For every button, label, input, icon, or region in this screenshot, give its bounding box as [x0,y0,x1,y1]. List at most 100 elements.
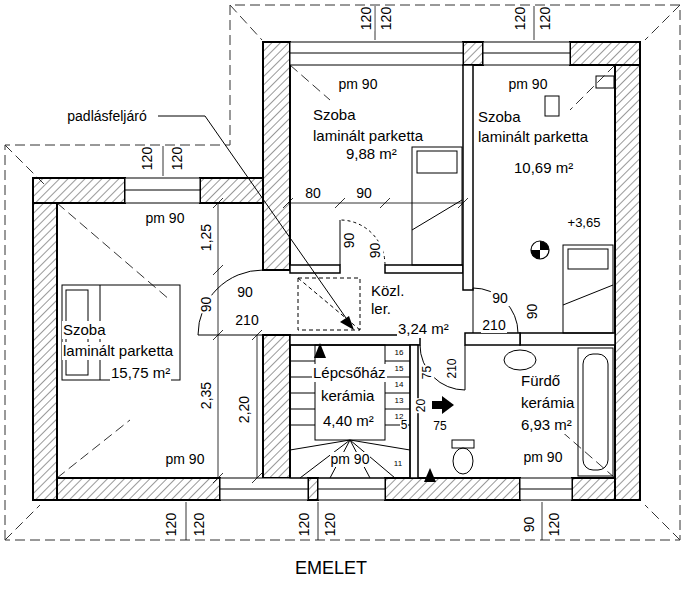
dimension-text: 120 [359,5,374,30]
room-area: 3,24 m² [397,320,450,338]
callout-label: padlásfeljáró [66,109,147,124]
outer-wall [463,42,483,65]
dimension-text: 11 [393,459,403,468]
dimension-text: 120 [379,5,394,30]
roof-outline [570,65,615,110]
window [483,42,570,65]
dimension-line [213,330,223,340]
room-name: Szoba [312,106,357,124]
outer-wall [615,65,640,500]
room-name: Szoba [62,321,107,339]
outer-wall [57,478,220,500]
furniture [568,249,608,269]
furniture [583,354,608,470]
room-name: kerámia [320,387,375,405]
dimension-text: 90 [355,186,373,201]
dimension-text: 14 [394,380,405,389]
dimension-line [213,473,223,483]
dimension-text: 90 [236,285,254,300]
vent-symbol [531,241,549,259]
leader-arrowhead [340,316,354,330]
dimension-line [542,502,543,540]
outer-wall [572,478,615,500]
roof-outline [645,5,680,40]
vent-symbol [531,250,540,259]
room-name: Fürdő [520,372,561,390]
room-name: laminált parketta [62,342,174,360]
furniture [62,76,614,476]
dimension-text: 15 [394,364,405,373]
window [125,190,200,191]
window [318,489,385,490]
outer-wall [263,335,290,478]
staircase [385,409,410,410]
furniture [417,151,457,173]
staircase [290,361,315,362]
dimension-line [257,335,258,478]
furniture [412,200,462,230]
sill-height: pm 90 [165,452,206,467]
roof-outline [57,420,130,478]
room-area: 4,40 m² [322,412,375,430]
room-area: 10,69 m² [513,159,574,177]
room-name: laminált parketta [477,128,589,146]
dimension-text: 120 [192,511,207,536]
outer-wall [385,478,520,500]
dimension-text: 210 [446,357,459,379]
dimension-text: 75 [421,364,434,379]
window [520,489,572,490]
leader-line [158,116,346,318]
dimension-line [186,502,187,540]
roof-outline [5,5,680,540]
dimension-text: 120 [538,5,553,30]
roof-outline [5,505,40,540]
roof-outline [230,5,262,40]
room-name: kerámia [520,394,575,412]
staircase [290,425,315,426]
window [290,53,463,54]
dimension-text: 210 [234,313,259,328]
dimension-line [252,330,262,340]
room-name: Lépcsőház [312,364,387,382]
outer-wall [33,42,640,500]
window [520,478,572,500]
dimension-line [163,6,542,540]
room-area: 9,88 m² [345,145,398,163]
dimension-text: 210 [481,318,506,333]
arrow-symbol [442,396,454,414]
staircase [290,345,410,478]
dimension-text: 1,25 [200,222,215,251]
room-name: Szoba [477,108,522,126]
roof-outline [645,505,680,540]
window [220,489,308,490]
furniture [563,245,613,333]
arrow-symbol [314,343,326,358]
outer-wall [308,478,318,500]
attic-hatch [298,278,360,330]
window [290,42,463,65]
door-swing [340,220,341,265]
furniture [563,285,613,305]
dimension-text: 75 [432,420,447,433]
dimension-text: 120 [513,5,528,30]
window [125,42,572,500]
leader-line [158,116,346,318]
outer-wall [200,178,263,203]
dimension-line [283,198,293,208]
outer-wall [33,203,57,500]
dimension-text: 90 [342,231,357,249]
sill-height: pm 90 [145,211,186,226]
dimension-text: 90 [522,515,537,533]
room-area: 15,75 m² [110,364,171,382]
dimension-text: 90 [491,291,509,306]
room-label: Fürdőkerámia6,93 m² [516,370,578,436]
staircase [315,345,385,440]
window [483,53,570,54]
dimension-line [218,203,219,478]
inner-wall [385,265,463,273]
dimension-text: 5 [400,419,409,432]
furniture [412,147,462,265]
dimension-line [163,146,164,176]
dimension-line [375,6,376,40]
